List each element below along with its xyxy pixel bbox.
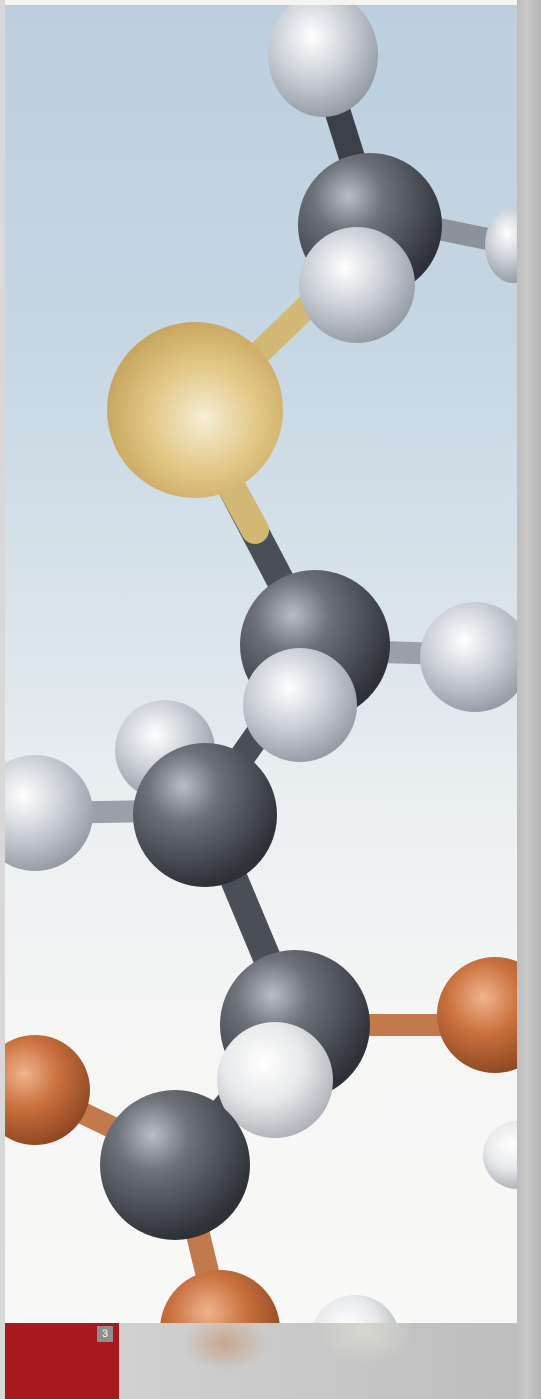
carbon-atom (100, 1090, 250, 1240)
footer-reflection (145, 1323, 485, 1399)
carbon-atom (133, 743, 277, 887)
page-left-edge (0, 0, 5, 1399)
hydrogen-atom (5, 755, 93, 871)
atoms (5, 5, 517, 1323)
molecule-model-svg (5, 5, 517, 1323)
hydrogen-atom (483, 1121, 517, 1189)
page-spine (517, 0, 541, 1399)
hydrogen-atom (243, 648, 357, 762)
sulfur-atom (107, 322, 283, 498)
hydrogen-atom (313, 1295, 397, 1323)
hydrogen-atom (217, 1022, 333, 1138)
oxygen-atom (160, 1270, 280, 1323)
molecule-illustration (5, 5, 517, 1323)
hydrogen-atom (299, 227, 415, 343)
oxygen-atom (437, 957, 517, 1073)
page-number: 3 (97, 1326, 113, 1342)
oxygen-atom (5, 1035, 90, 1145)
hydrogen-atom (268, 5, 378, 117)
hydrogen-atom (420, 602, 517, 712)
hydrogen-atom (485, 207, 517, 283)
